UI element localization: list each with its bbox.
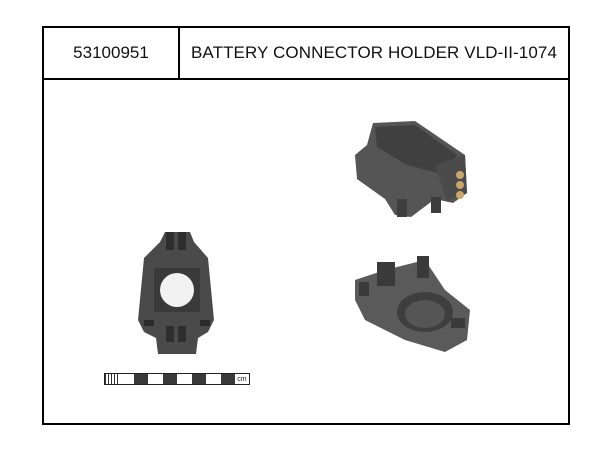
- scale-segment: [177, 374, 192, 384]
- datasheet-frame: 53100951 BATTERY CONNECTOR HOLDER VLD-II…: [42, 26, 570, 425]
- scale-segment: [220, 374, 235, 384]
- part-angled-top-image: [355, 121, 467, 217]
- scale-segment: [119, 374, 134, 384]
- part-angled-bottom-image: [355, 256, 470, 352]
- scale-segment: [206, 374, 221, 384]
- part-title: BATTERY CONNECTOR HOLDER VLD-II-1074: [190, 43, 558, 62]
- scale-unit-label: cm: [234, 374, 249, 384]
- part-front-view-image: [138, 232, 214, 354]
- scale-segment: [191, 374, 207, 384]
- scale-segment: [162, 374, 178, 384]
- scale-segment: [148, 374, 163, 384]
- scale-ticks: [105, 374, 120, 384]
- part-number: 53100951: [44, 28, 180, 78]
- scale-segment: [133, 374, 149, 384]
- scale-bar: cm: [104, 373, 250, 385]
- header-row: 53100951 BATTERY CONNECTOR HOLDER VLD-II…: [44, 28, 568, 80]
